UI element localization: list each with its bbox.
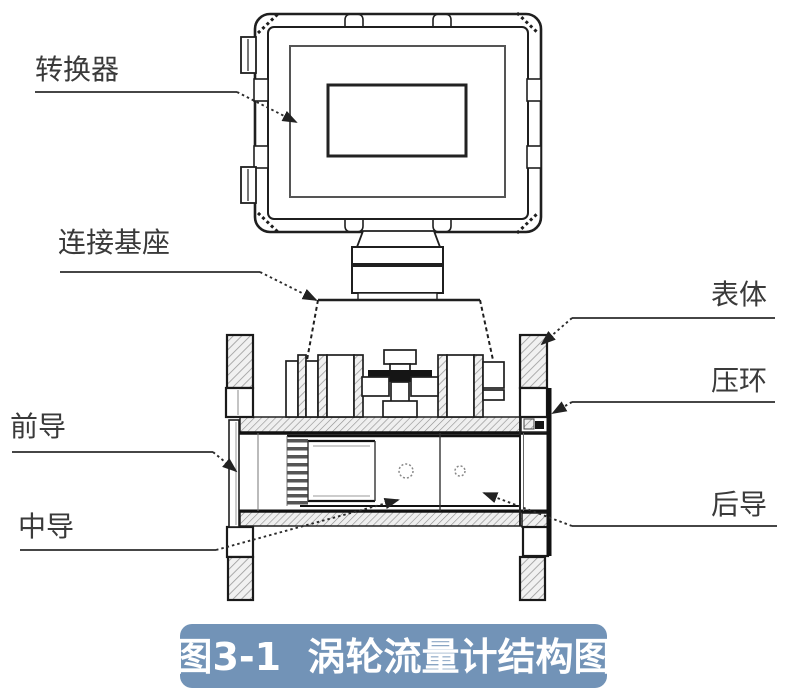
right-flange	[518, 333, 552, 602]
leader-pressure-ring	[551, 401, 775, 414]
leader-meter-body	[540, 317, 775, 346]
front-guide-plate	[228, 419, 240, 528]
cover-bolts	[240, 36, 257, 204]
label-middle-guide: 中导	[18, 510, 74, 543]
display-window	[326, 83, 468, 158]
label-connection-base: 连接基座	[58, 226, 170, 259]
label-converter: 转换器	[35, 53, 119, 86]
turbine-rotor-blades	[286, 436, 308, 506]
label-front-guide: 前导	[10, 410, 66, 443]
caption-text: 图3-1 涡轮流量计结构图	[174, 635, 611, 679]
leader-middle-guide	[20, 498, 400, 551]
turbine-rotor-hub	[307, 439, 376, 503]
corner-hatch-marks	[256, 11, 540, 235]
meter-body-pipe	[233, 416, 549, 527]
sensor-mount-bolts	[285, 349, 505, 418]
housing-tabs	[344, 13, 452, 233]
leader-rear-guide	[482, 492, 777, 527]
leader-connection-base	[60, 271, 318, 301]
connection-neck	[351, 230, 444, 301]
label-rear-guide: 后导	[711, 488, 767, 521]
caption-box	[180, 624, 607, 688]
leader-front-guide	[12, 451, 238, 473]
leader-converter	[35, 91, 298, 123]
middle-guide-bearing	[398, 463, 414, 479]
pipe-interior	[257, 433, 520, 511]
figure-caption: 图3-1 涡轮流量计结构图	[174, 624, 612, 688]
left-flange	[224, 333, 255, 602]
housing-side-notches	[253, 78, 542, 169]
converter-housing	[240, 11, 543, 235]
label-pressure-ring: 压环	[711, 364, 767, 397]
center-bolt	[361, 349, 439, 418]
connection-base	[306, 298, 494, 361]
label-meter-body: 表体	[711, 278, 767, 311]
rear-guide-bearing	[454, 465, 466, 477]
